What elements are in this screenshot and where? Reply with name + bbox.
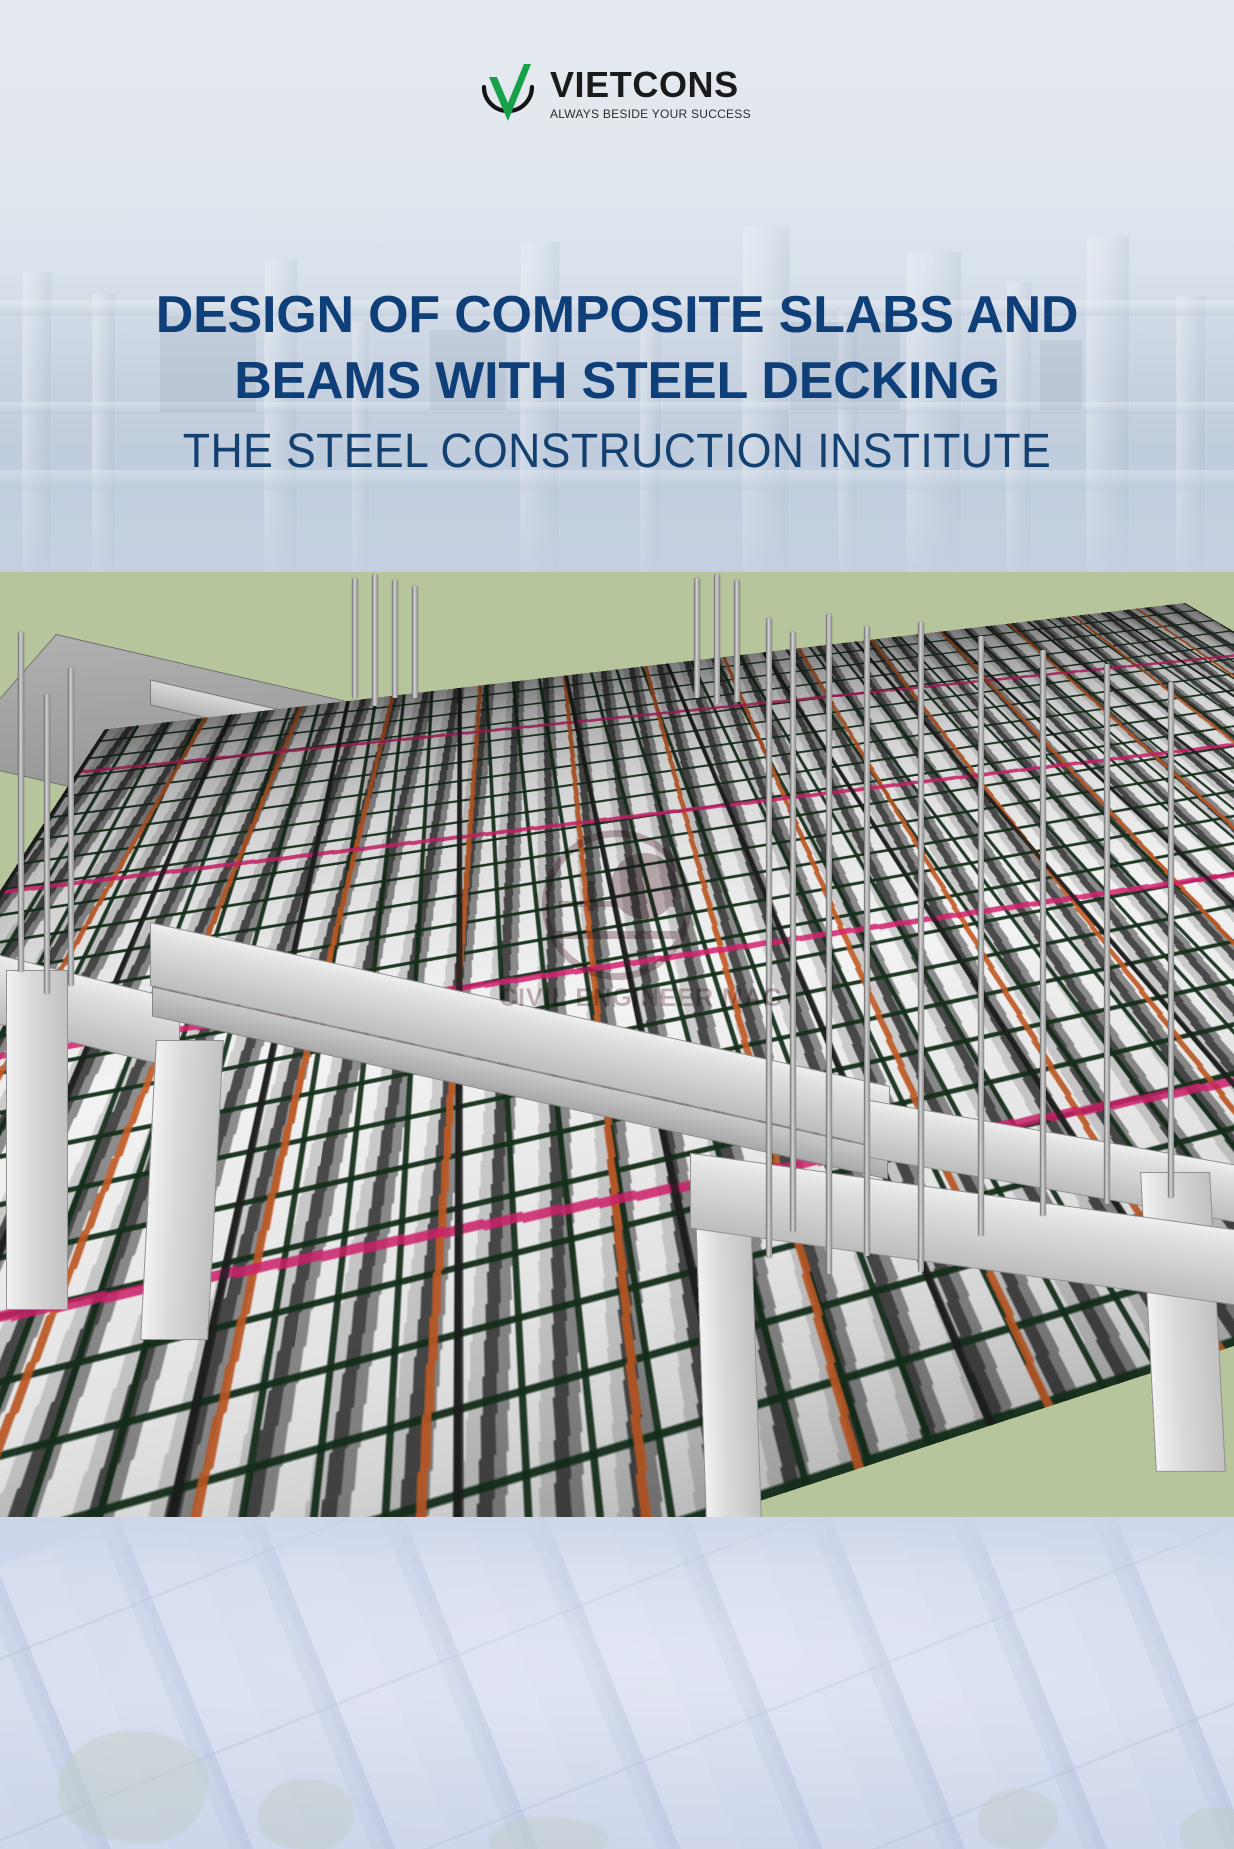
- header-band: VIETCONS ALWAYS BESIDE YOUR SUCCESS DESI…: [0, 0, 1234, 572]
- title-line-2: BEAMS WITH STEEL DECKING: [234, 351, 1000, 410]
- ghost-beam: [0, 402, 1234, 414]
- ghost-column: [742, 227, 790, 572]
- ghost-column: [906, 252, 962, 572]
- ghost-column: [22, 272, 52, 572]
- footer-decking-band: [0, 1517, 1234, 1849]
- cover-subtitle: THE STEEL CONSTRUCTION INSTITUTE: [182, 425, 1052, 479]
- logo-name: VIETCONS: [549, 64, 739, 106]
- ghost-shadow: [1040, 340, 1082, 410]
- footer-haze-overlay: [0, 1517, 1234, 1849]
- ghost-beam: [0, 300, 1234, 316]
- ghost-shadow: [160, 316, 256, 412]
- ghost-column: [352, 322, 370, 572]
- ghost-column: [520, 242, 560, 572]
- ghost-column: [1006, 282, 1032, 572]
- ghost-column: [640, 304, 662, 572]
- logo-wordmark: VIETCONS ALWAYS BESIDE YOUR SUCCESS: [549, 63, 757, 122]
- ghost-column: [838, 310, 858, 572]
- title-line-1: DESIGN OF COMPOSITE SLABS AND: [155, 286, 1079, 344]
- ghost-shadow: [430, 330, 506, 410]
- ghost-beam: [0, 470, 1234, 490]
- ghost-column: [92, 294, 116, 572]
- header-bottom-fade: [0, 452, 1234, 572]
- vietcons-logo: VIETCONS ALWAYS BESIDE YOUR SUCCESS: [477, 59, 757, 125]
- green-checkmark-in-circle-icon: [477, 59, 539, 125]
- hero-3d-render: CIVIL ENGINEER MAG: [0, 572, 1234, 1517]
- ghost-column: [1086, 236, 1130, 572]
- logo-tagline: ALWAYS BESIDE YOUR SUCCESS: [549, 107, 751, 122]
- header-ghost-photo: [0, 0, 1234, 572]
- header-top-fade: [0, 0, 1234, 250]
- concrete-column: [6, 970, 68, 1310]
- ghost-column: [1176, 296, 1206, 572]
- ghost-shadow: [790, 322, 900, 410]
- ghost-floor: [0, 272, 1234, 572]
- ghost-column: [264, 260, 298, 572]
- cover-title-block: DESIGN OF COMPOSITE SLABS AND BEAMS WITH…: [0, 283, 1234, 481]
